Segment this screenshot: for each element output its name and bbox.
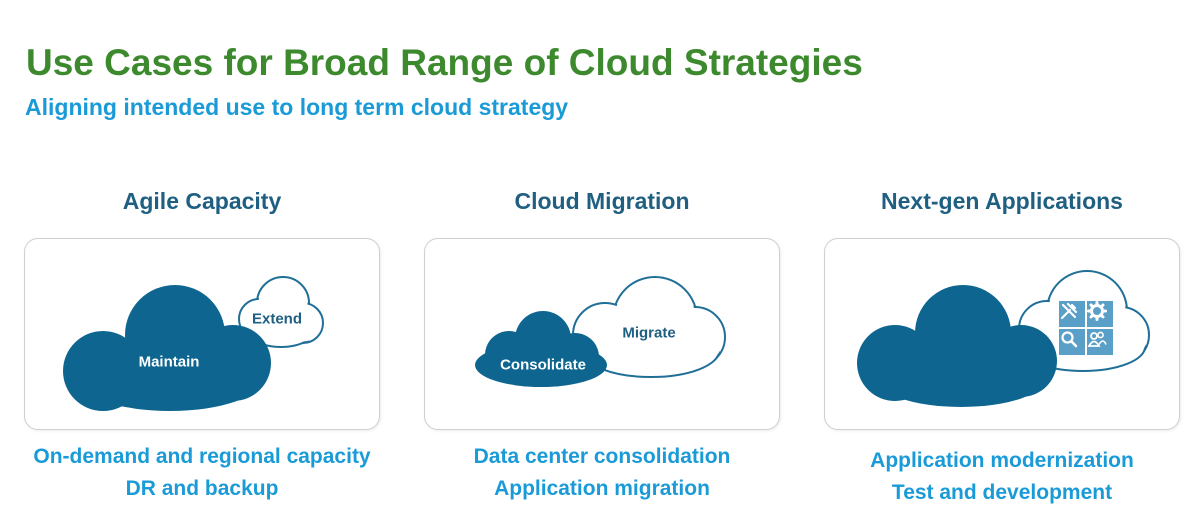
page-subtitle: Aligning intended use to long term cloud… [25, 94, 569, 120]
use-case-list: Application modernization Test and devel… [824, 445, 1180, 509]
cloud-diagram [63, 276, 324, 411]
users-icon [1087, 329, 1113, 355]
maintain-label: Maintain [138, 353, 200, 371]
gear-icon [1087, 301, 1113, 327]
column-heading: Cloud Migration [514, 188, 690, 214]
search-icon [1059, 329, 1085, 355]
column-heading: Next-gen Applications [881, 188, 1123, 214]
diagram-card [824, 238, 1180, 430]
extend-label: Extend [251, 310, 303, 328]
use-case-item: Data center consolidation [473, 445, 731, 468]
maintain-cloud-icon [63, 285, 271, 411]
cloud-diagram [475, 276, 726, 387]
diagram-card: Maintain Extend [24, 238, 380, 430]
cloud-icon [857, 285, 1057, 407]
use-case-item: Application modernization [870, 449, 1134, 472]
use-case-item: On-demand and regional capacity [33, 445, 371, 468]
column-heading: Agile Capacity [122, 188, 282, 214]
page-title: Use Cases for Broad Range of Cloud Strat… [26, 42, 863, 83]
diagram-card: Migrate Consolidate [424, 238, 780, 430]
use-case-list: On-demand and regional capacity DR and b… [24, 441, 380, 505]
use-case-list: Data center consolidation Application mi… [424, 441, 780, 505]
use-case-item: DR and backup [125, 477, 279, 500]
use-case-item: Test and development [891, 481, 1113, 504]
consolidate-cloud-icon [475, 311, 607, 387]
migrate-label: Migrate [622, 324, 676, 342]
cloud-diagram [857, 270, 1150, 407]
use-case-item: Application migration [494, 477, 710, 500]
tools-icon [1059, 301, 1085, 327]
consolidate-label: Consolidate [500, 356, 586, 374]
